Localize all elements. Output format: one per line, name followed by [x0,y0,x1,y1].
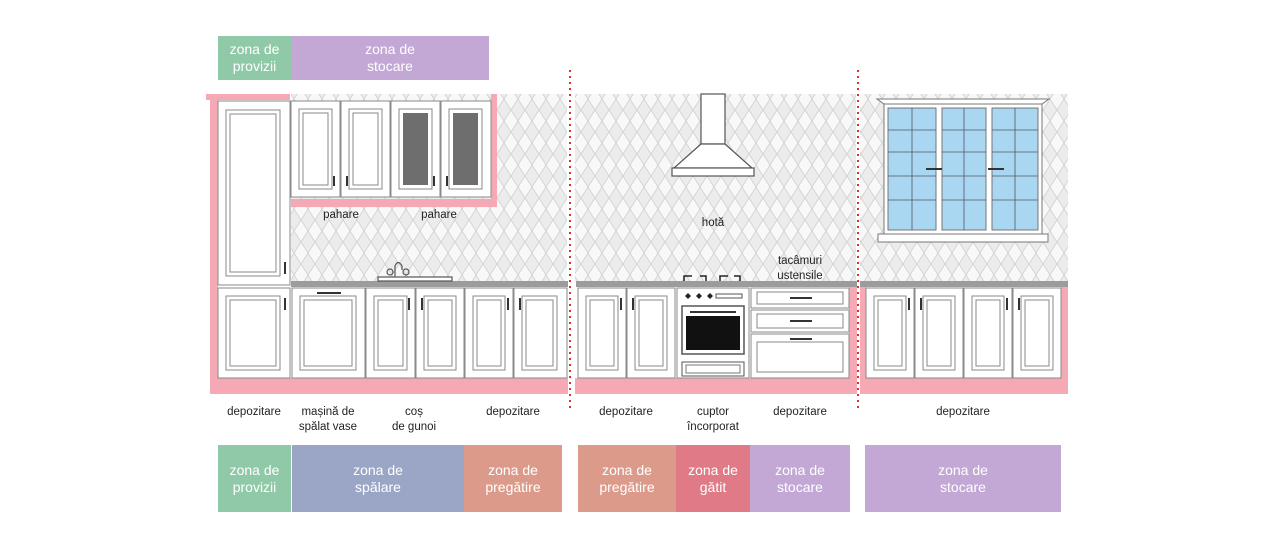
highlight-drawer-side [849,286,857,380]
label-line: ustensile [777,270,823,282]
label-line: încorporat [687,421,739,433]
glass-door-left [403,113,428,185]
countertop-middle [576,281,857,287]
label-line: depozitare [936,406,990,418]
label-storage-right: depozitare [923,405,1003,420]
built-in-oven [676,275,750,379]
label-line: mașină de [301,406,355,418]
label-glasses-left: pahare [323,209,359,221]
label-line: depozitare [599,406,653,418]
zone-label-line: zona de [229,41,280,57]
zone-label-line: stocare [367,58,413,74]
glass-door-right [453,113,478,185]
label-dishwasher: mașină de spălat vase [288,405,368,435]
base-cabinets-left [291,287,568,379]
zone-label-line: zona de [775,461,825,478]
label-line: depozitare [227,406,281,418]
base-cabinets-middle [577,287,676,379]
label-line: de gunoi [391,421,437,433]
zone-label-line: spălare [355,478,401,495]
highlight-upper-cabinet-bottom [291,199,497,207]
zone-label-line: zona de [938,461,988,478]
zone-label-line: zona de [488,461,538,478]
label-line: depozitare [773,406,827,418]
countertop-left [291,281,568,287]
zone-label-line: stocare [940,478,986,495]
label-line: depozitare [486,406,540,418]
label-hood: hotă [701,217,725,229]
drawer-unit [750,287,850,379]
highlight-upper-cabinet-right [491,94,497,206]
zone-label-line: gătit [699,478,727,495]
label-pantry-storage: depozitare [214,405,294,420]
zone-label-line: zona de [688,461,738,478]
label-trash-bin: coș de gunoi [374,405,454,435]
zone-label-line: stocare [777,478,823,495]
zone-label-line: zona de [353,461,403,478]
zone-label-line: zona de [365,41,415,57]
label-line: coș [405,406,423,418]
range-hood [671,93,755,177]
highlight-plinth-middle [575,378,857,394]
highlight-right-left [860,286,866,380]
highlight-plinth-left [210,378,568,394]
label-line: cuptor [697,406,729,418]
highlight-right-right [1061,286,1068,380]
window [875,98,1051,243]
zone-label-line: provizii [232,58,277,74]
label-glasses-right: pahare [421,209,457,221]
label-cutlery: tacâmuri ustensile [760,254,840,284]
tall-pantry-cabinet [217,100,291,379]
zone-label-line: zona de [229,461,280,478]
zone-label-line: pregătire [599,478,655,495]
countertop-right [860,281,1068,287]
zone-label-line: zona de [602,461,652,478]
highlight-tall-cabinet [210,94,218,394]
highlight-plinth-right [860,378,1068,394]
label-built-in-oven: cuptor încorporat [673,405,753,435]
zone-label-line: pregătire [485,478,541,495]
zone-label-line: provizii [232,478,277,495]
label-line: spălat vase [298,421,358,433]
sink-faucet [377,261,453,282]
base-cabinets-right [865,287,1062,379]
label-line: tacâmuri [777,255,823,267]
label-storage-drawers: depozitare [760,405,840,420]
label-storage-middle: depozitare [586,405,666,420]
highlight-tall-top [206,94,290,100]
label-storage-left: depozitare [473,405,553,420]
